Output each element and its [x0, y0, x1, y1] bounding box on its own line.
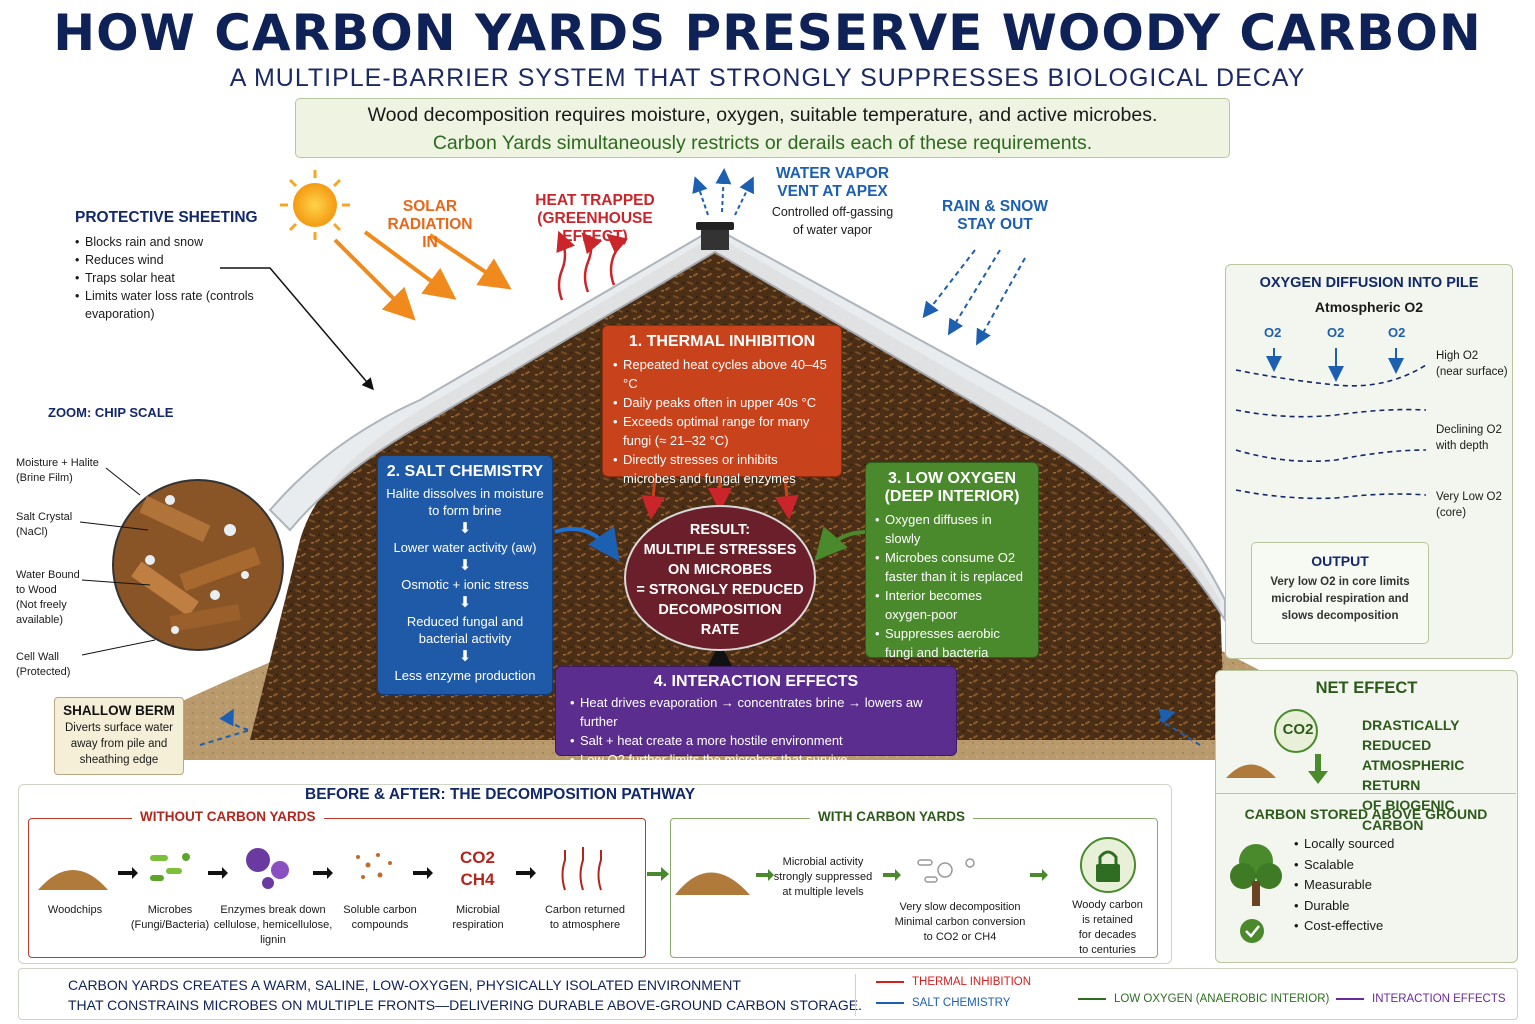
- faded-microbes-icon: [917, 858, 975, 883]
- footer-summary: CARBON YARDS CREATES A WARM, SALINE, LOW…: [68, 977, 862, 1013]
- zoom-label-cellwall: Cell Wall(Protected): [16, 651, 71, 678]
- o2-level-high: High O2(near surface): [1436, 350, 1508, 378]
- without-title: WITHOUT CARBON YARDS: [132, 809, 324, 824]
- woodchips-icon: [675, 872, 750, 895]
- oxygen-output-box: OUTPUT Very low O2 in core limits microb…: [1251, 542, 1429, 644]
- zoom-label-brine: Moisture + Halite(Brine Film): [16, 457, 99, 484]
- without-icons: [38, 847, 602, 891]
- zoom-title: ZOOM: CHIP SCALE: [48, 405, 174, 420]
- legend-swatch-oxygen: [1078, 997, 1106, 1000]
- protective-sheeting-list: Blocks rain and snow Reduces wind Traps …: [75, 233, 275, 323]
- without-box: [28, 818, 646, 958]
- co2-return-icon: [1226, 709, 1328, 784]
- page-subtitle: A MULTIPLE-BARRIER SYSTEM THAT STRONGLY …: [229, 64, 1306, 92]
- net-effect-panel: NET EFFECT CO2 DRASTICALLY REDUCED ATMOS…: [1215, 670, 1518, 963]
- tree-icon: [1230, 844, 1282, 943]
- flow-arrows: [118, 867, 536, 879]
- salt-steps: Halite dissolves in moisture to form bri…: [386, 486, 544, 683]
- lock-icon: [1096, 850, 1120, 882]
- with-step-slow: Very slow decomposition Minimal carbon c…: [894, 901, 1026, 943]
- heat-arrows: [556, 230, 629, 301]
- with-step-suppressed: Microbial activity strongly suppressed a…: [773, 856, 873, 898]
- with-title: WITH CARBON YARDS: [810, 809, 974, 824]
- rain-label: RAIN & SNOW STAY OUT: [942, 198, 1048, 233]
- pathway-section: [18, 784, 1172, 964]
- gas-labels: CO2 CH4: [460, 848, 495, 889]
- microbes-icon: [150, 853, 190, 881]
- with-flow-arrows: [756, 869, 1048, 881]
- vapor-label: WATER VAPOR VENT AT APEX Controlled off-…: [771, 165, 894, 237]
- result-text: RESULT: MULTIPLE STRESSES ON MICROBES = …: [636, 522, 804, 638]
- legend-interaction: INTERACTION EFFECTS: [1336, 993, 1506, 1005]
- salt-to-result-arrow: [554, 526, 620, 562]
- down-arrow-icon: ⬇: [458, 594, 472, 611]
- shallow-berm-box: SHALLOW BERM Diverts surface water away …: [54, 697, 184, 775]
- with-step-retained: Woody carbon is retained for decades to …: [1072, 899, 1143, 956]
- o2-level-low: Very Low O2(core): [1436, 491, 1502, 519]
- vent-cap: [701, 228, 729, 250]
- o2-label-1: O2: [1264, 325, 1282, 340]
- oxygen-to-result-arrow: [814, 526, 866, 562]
- solar-label: SOLAR RADIATION IN: [387, 198, 473, 251]
- oxygen-diffusion-panel: OXYGEN DIFFUSION INTO PILE Atmospheric O…: [1225, 264, 1513, 659]
- between-arrow-icon: [647, 867, 669, 881]
- berm-arrow-right: [1158, 708, 1201, 746]
- with-icons: [675, 837, 1136, 895]
- stored-title: CARBON STORED ABOVE GROUND: [1244, 806, 1488, 822]
- o2-label-2: O2: [1327, 325, 1345, 340]
- thermal-inhibition-box: 1. THERMAL INHIBITION Repeated heat cycl…: [602, 325, 842, 486]
- o2-label-3: O2: [1388, 325, 1406, 340]
- sun-icon: [280, 170, 350, 240]
- enzymes-icon: [246, 848, 289, 889]
- down-arrow-icon: ⬇: [458, 648, 472, 665]
- legend-salt: SALT CHEMISTRY: [876, 997, 1010, 1009]
- heat-label: HEAT TRAPPED (GREENHOUSE EFFECT): [535, 192, 655, 245]
- legend-oxygen: LOW OXYGEN (ANAEROBIC INTERIOR): [1078, 993, 1329, 1005]
- low-oxygen-box: 3. LOW OXYGEN (DEEP INTERIOR) Oxygen dif…: [865, 462, 1039, 660]
- solar-arrows: [333, 230, 512, 321]
- vapor-arrows: [692, 168, 754, 216]
- step-woodchips: Woodchips: [47, 904, 103, 916]
- result-ellipse: [624, 505, 816, 651]
- pathway-title: BEFORE & AFTER: THE DECOMPOSITION PATHWA…: [305, 786, 696, 803]
- page-title: HOW CARBON YARDS PRESERVE WOODY CARBON: [53, 4, 1482, 62]
- salt-chemistry-box: 2. SALT CHEMISTRY Halite dissolves in mo…: [377, 455, 553, 695]
- intro-line-1: Wood decomposition requires moisture, ox…: [367, 104, 1158, 126]
- legend-swatch-salt: [876, 1001, 904, 1004]
- step-microbes: Microbes(Fungi/Bacteria): [130, 904, 210, 931]
- footer-divider: [855, 974, 856, 1016]
- rain-arrows: [922, 249, 1026, 346]
- chip-zoom-circle: [112, 479, 284, 651]
- legend-swatch-interaction: [1336, 997, 1364, 1000]
- stored-list: Locally sourced Scalable Measurable Dura…: [1294, 834, 1394, 937]
- net-effect-text: DRASTICALLY REDUCED ATMOSPHERIC RETURN O…: [1362, 717, 1465, 833]
- protective-sheeting-callout: PROTECTIVE SHEETING Blocks rain and snow…: [75, 209, 275, 323]
- legend-swatch-thermal: [876, 980, 904, 983]
- woodchips-icon: [38, 870, 108, 890]
- footer-box: [18, 968, 1518, 1020]
- zoom-label-salt: Salt Crystal(NaCl): [16, 511, 73, 538]
- co2-label: CO2: [1282, 721, 1314, 738]
- returned-carbon-icon: [561, 847, 602, 891]
- intro-box: Wood decomposition requires moisture, ox…: [295, 98, 1230, 158]
- interaction-effects-box: 4. INTERACTION EFFECTS Heat drives evapo…: [555, 666, 957, 769]
- intro-line-2: Carbon Yards simultaneously restricts or…: [432, 132, 1093, 154]
- oxygen-gradient-lines: [1235, 348, 1427, 500]
- down-arrow-icon: ⬇: [458, 520, 472, 537]
- zoom-leaders: [79, 467, 156, 656]
- legend-thermal: THERMAL INHIBITION: [876, 976, 1031, 988]
- down-arrow-icon: ⬇: [458, 557, 472, 574]
- soluble-carbon-icon: [356, 853, 392, 879]
